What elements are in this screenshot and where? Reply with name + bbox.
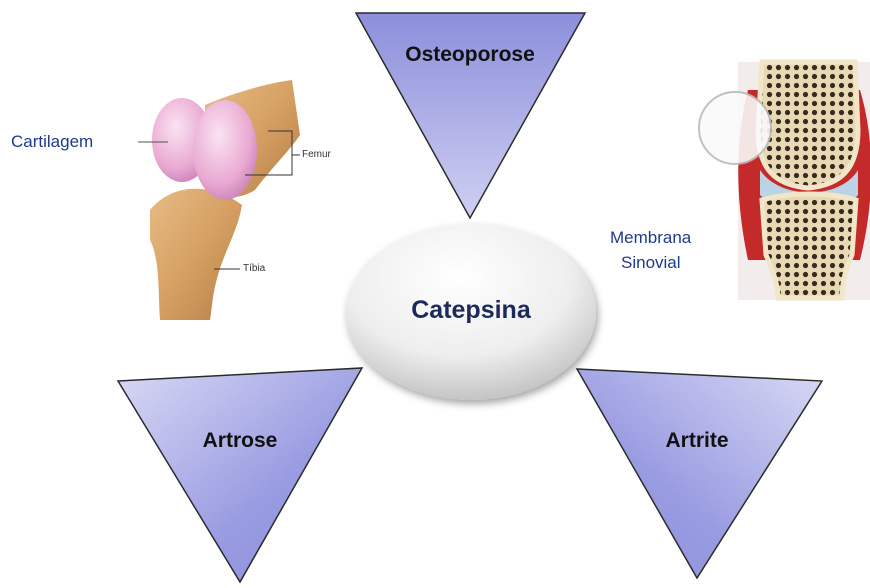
joint-illustration <box>699 62 870 300</box>
cartilage-label: Cartilagem <box>11 132 93 152</box>
triangle-left-label: Artrose <box>170 429 310 453</box>
triangle-right-label: Artrite <box>632 429 762 453</box>
membrane-label-line1: Membrana <box>610 228 691 248</box>
tibia-label: Tíbia <box>243 263 265 274</box>
triangle-top-label: Osteoporose <box>380 43 560 67</box>
magnifier-circle <box>699 92 771 164</box>
knee-illustration <box>138 80 300 320</box>
center-label: Catepsina <box>376 296 566 325</box>
lower-bone <box>762 194 856 298</box>
cartilage-right <box>193 100 257 200</box>
tibia-bone <box>150 189 242 320</box>
upper-bone <box>758 62 858 188</box>
triangle-left <box>118 368 362 582</box>
femur-label: Femur <box>302 149 331 160</box>
triangle-right <box>577 369 822 578</box>
membrane-label-line2: Sinovial <box>621 253 681 273</box>
